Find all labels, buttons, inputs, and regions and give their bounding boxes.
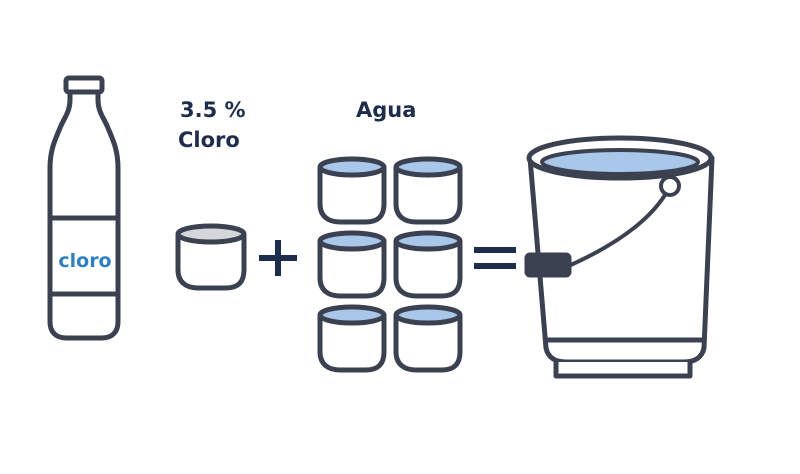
water-cup [393,304,463,373]
bucket-icon [524,135,715,379]
concentration-label: 3.5 % [180,98,246,122]
cup-icon [175,223,247,291]
water-cups [317,156,463,373]
bottle-icon [47,75,121,341]
plus-icon [259,240,297,276]
water-cup [393,230,463,299]
water-label: Agua [356,98,417,122]
bottle-label: cloro [58,250,112,272]
chlorine-label: Cloro [178,128,240,152]
water-cup [317,156,387,225]
equals-icon [474,247,516,269]
water-cup [317,304,387,373]
water-cup [393,156,463,225]
water-cup [317,230,387,299]
